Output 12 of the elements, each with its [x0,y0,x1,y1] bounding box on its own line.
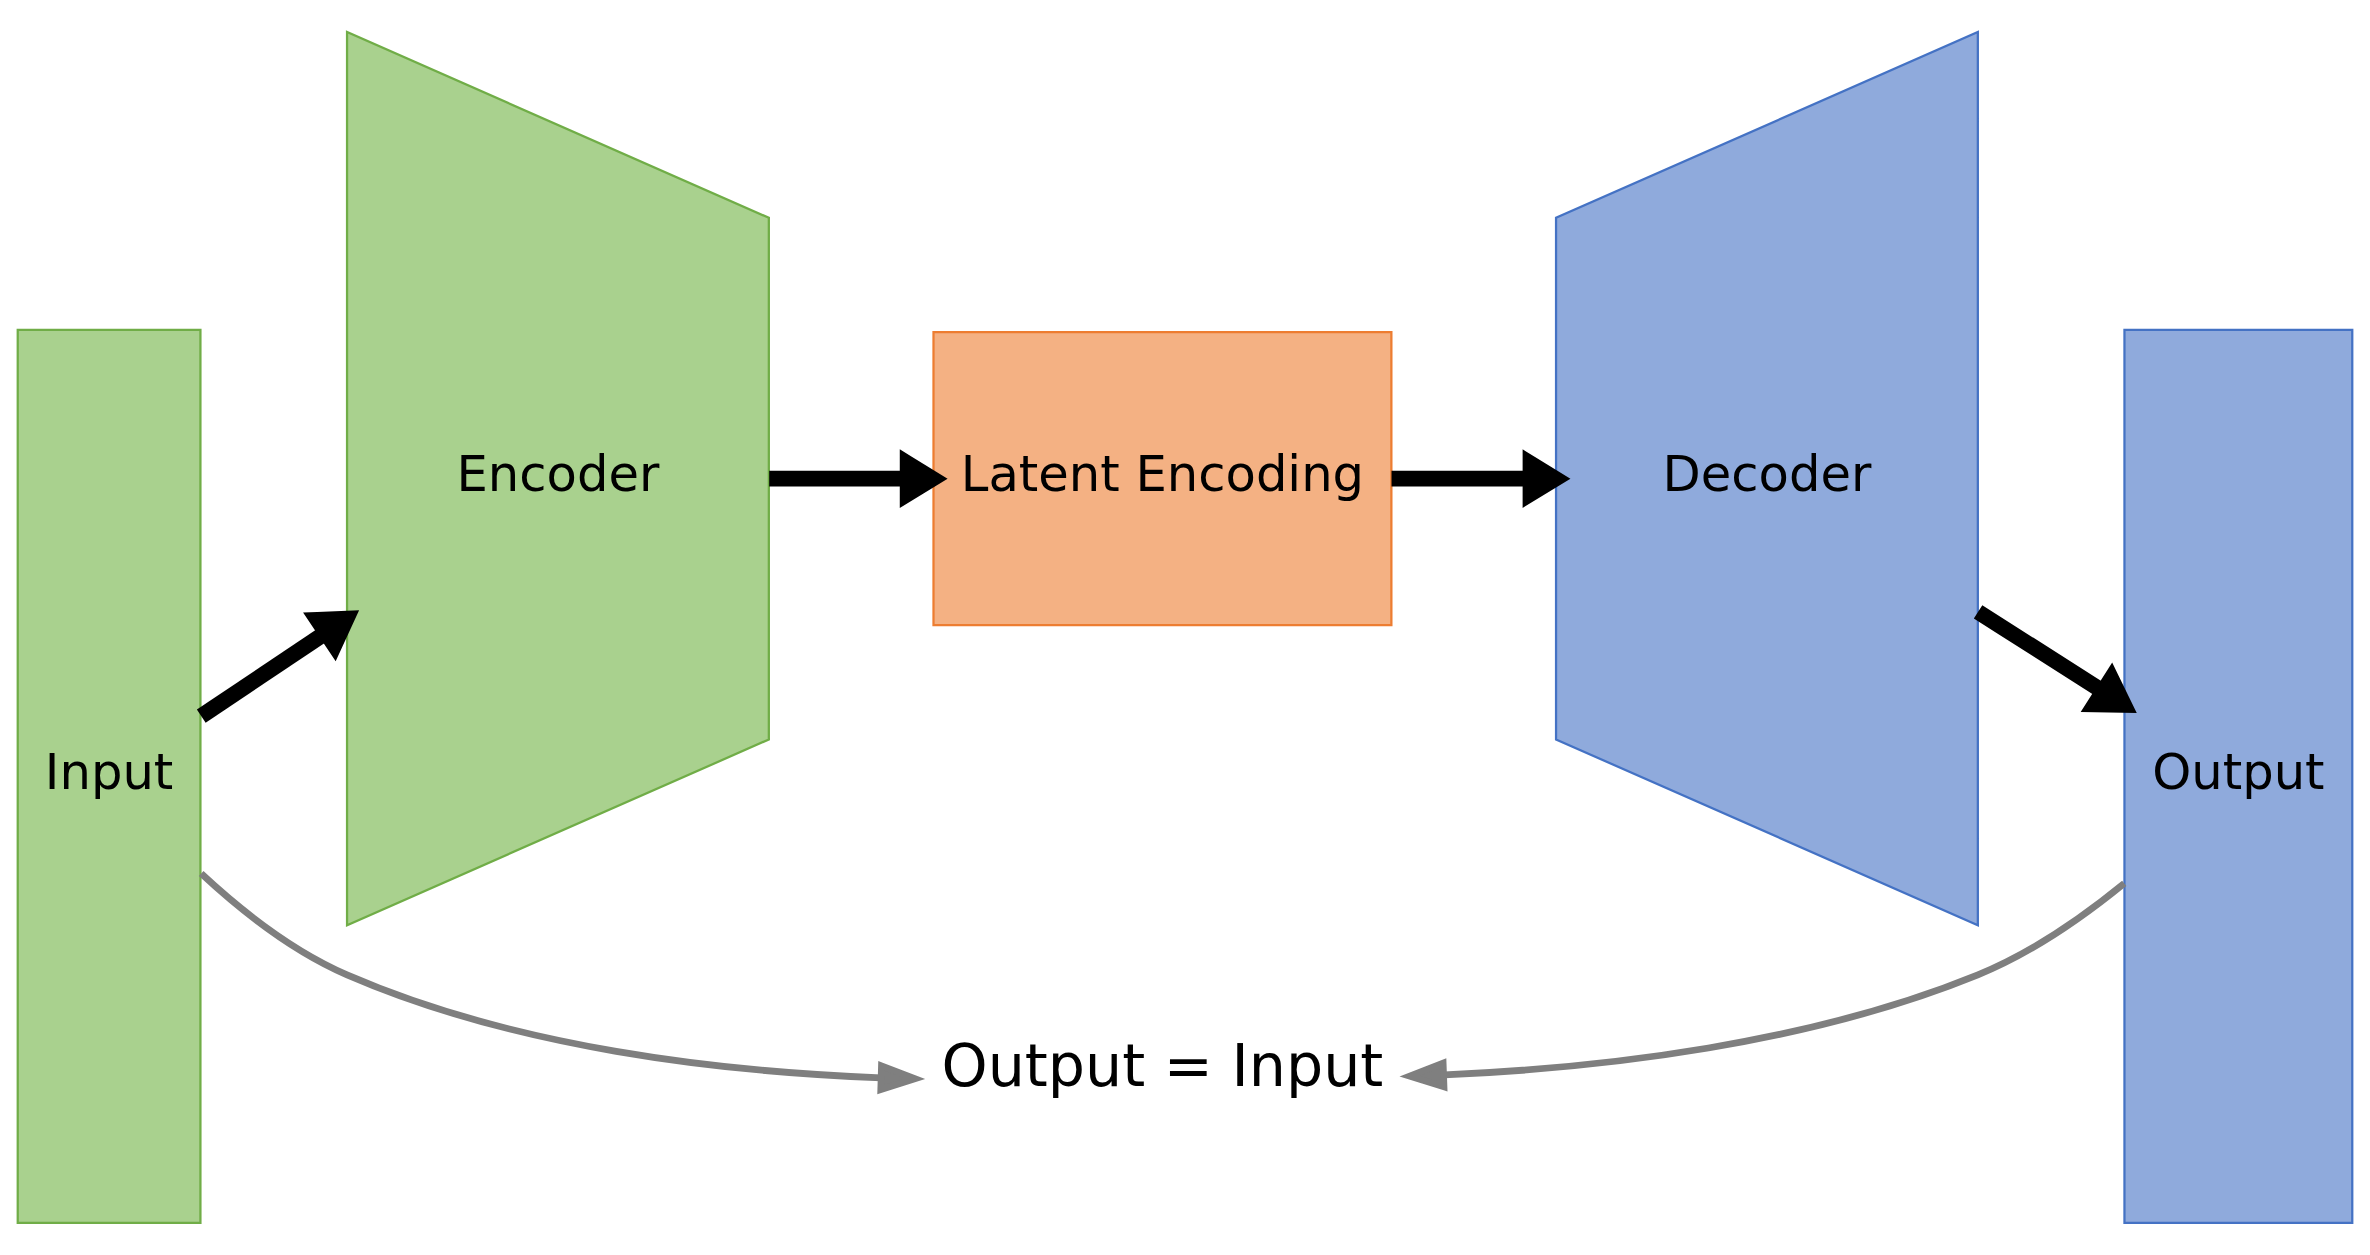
node-box: Decoder [1554,30,1979,927]
arrow [196,610,360,723]
arrow [1391,449,1571,508]
node-text: Output = Input [941,1032,1384,1101]
node-box: Output [2123,328,2354,1225]
arrow [1399,880,2127,1092]
node-box: Encoder [345,30,770,927]
node-box: Input [16,328,202,1225]
arrow [769,449,948,508]
node-box: Latent Encoding [932,330,1393,627]
arrow [198,871,926,1095]
arrow [1973,605,2137,714]
